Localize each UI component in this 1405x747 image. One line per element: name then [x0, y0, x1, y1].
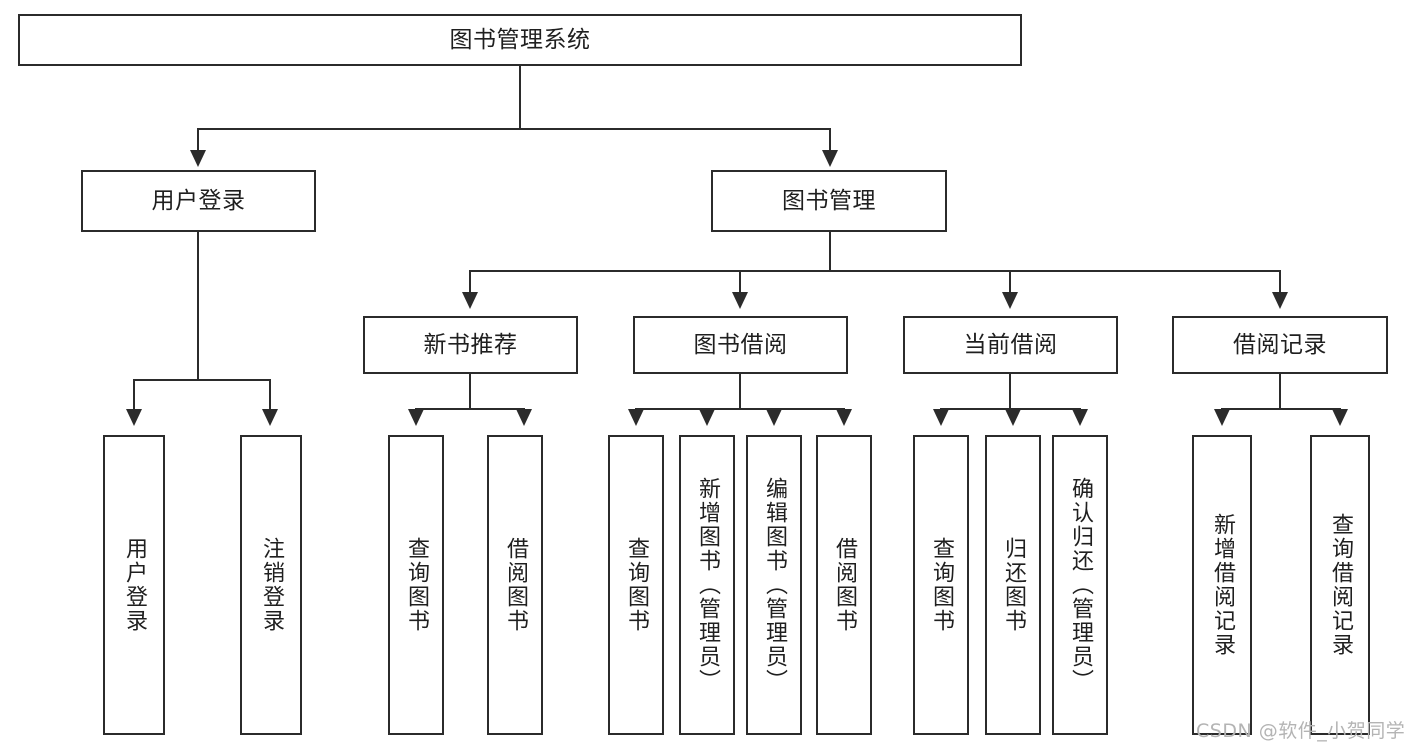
arrow-root-to-book-management	[822, 150, 838, 167]
connector-bm-to-borrow	[739, 270, 741, 295]
leaf-label: 查询图书	[928, 537, 954, 633]
arrow-br-to-add-record	[1214, 409, 1230, 426]
arrow-bm-to-current-borrow	[1002, 292, 1018, 309]
node-borrow-record[interactable]: 借阅记录	[1172, 316, 1388, 374]
connector-root-stem	[519, 66, 521, 129]
connector-user-login-bar	[133, 379, 269, 381]
leaf-label: 确认归还（管理员）	[1067, 477, 1093, 693]
leaf-query-borrow-record[interactable]: 查询借阅记录	[1310, 435, 1370, 735]
arrow-br-to-query-record	[1332, 409, 1348, 426]
leaf-label: 借阅图书	[831, 537, 857, 633]
connector-bm-to-current	[1009, 270, 1011, 295]
arrow-bm-to-borrow-record	[1272, 292, 1288, 309]
leaf-label: 新增图书（管理员）	[694, 477, 720, 693]
arrow-cb-to-query-book	[933, 409, 949, 426]
leaf-confirm-return-admin[interactable]: 确认归还（管理员）	[1052, 435, 1108, 735]
node-user-login[interactable]: 用户登录	[81, 170, 316, 232]
connector-bm-to-record	[1279, 270, 1281, 295]
arrow-user-login-to-login	[126, 409, 142, 426]
connector-user-login-stem	[197, 232, 199, 380]
connector-br-bar	[1221, 408, 1340, 410]
leaf-add-borrow-record[interactable]: 新增借阅记录	[1192, 435, 1252, 735]
leaf-label: 编辑图书（管理员）	[761, 477, 787, 693]
node-label: 新书推荐	[423, 331, 518, 358]
node-label: 图书管理	[782, 187, 876, 214]
node-new-book-recommend[interactable]: 新书推荐	[363, 316, 578, 374]
connector-bm-to-new-book	[469, 270, 471, 295]
arrow-bb-to-add-book	[699, 409, 715, 426]
leaf-label: 查询借阅记录	[1327, 513, 1353, 657]
connector-book-management-bar	[469, 270, 1281, 272]
leaf-logout[interactable]: 注销登录	[240, 435, 302, 735]
arrow-user-login-to-logout	[262, 409, 278, 426]
leaf-query-book-cb[interactable]: 查询图书	[913, 435, 969, 735]
node-book-management[interactable]: 图书管理	[711, 170, 947, 232]
arrow-cb-to-confirm-return	[1072, 409, 1088, 426]
leaf-edit-book-admin[interactable]: 编辑图书（管理员）	[746, 435, 802, 735]
arrow-nbr-to-query-book	[408, 409, 424, 426]
leaf-borrow-book-bb[interactable]: 借阅图书	[816, 435, 872, 735]
leaf-label: 归还图书	[1000, 537, 1026, 633]
connector-root-to-book-management	[829, 128, 831, 153]
leaf-borrow-book-nbr[interactable]: 借阅图书	[487, 435, 543, 735]
arrow-bb-to-edit-book	[766, 409, 782, 426]
arrow-bm-to-new-book-recommend	[462, 292, 478, 309]
connector-bb-stem	[739, 374, 741, 410]
node-book-borrow[interactable]: 图书借阅	[633, 316, 848, 374]
arrow-bm-to-book-borrow	[732, 292, 748, 309]
leaf-query-book-nbr[interactable]: 查询图书	[388, 435, 444, 735]
arrow-bb-to-borrow-book	[836, 409, 852, 426]
leaf-add-book-admin[interactable]: 新增图书（管理员）	[679, 435, 735, 735]
connector-root-bar	[197, 128, 831, 130]
leaf-label: 借阅图书	[502, 537, 528, 633]
node-label: 借阅记录	[1233, 331, 1327, 358]
node-label: 用户登录	[151, 187, 246, 214]
leaf-label: 查询图书	[623, 537, 649, 633]
leaf-label: 查询图书	[403, 537, 429, 633]
connector-user-login-left	[133, 379, 135, 412]
connector-nbr-bar	[415, 408, 525, 410]
connector-cb-stem	[1009, 374, 1011, 410]
connector-br-stem	[1279, 374, 1281, 410]
leaf-user-login[interactable]: 用户登录	[103, 435, 165, 735]
arrow-root-to-user-login	[190, 150, 206, 167]
node-book-management-system[interactable]: 图书管理系统	[18, 14, 1022, 66]
arrow-bb-to-query-book	[628, 409, 644, 426]
node-current-borrow[interactable]: 当前借阅	[903, 316, 1118, 374]
node-label: 图书管理系统	[449, 26, 591, 53]
leaf-label: 注销登录	[258, 537, 284, 633]
arrow-cb-to-return-book	[1005, 409, 1021, 426]
connector-book-management-stem	[829, 232, 831, 271]
leaf-return-book[interactable]: 归还图书	[985, 435, 1041, 735]
connector-user-login-right	[269, 379, 271, 412]
leaf-label: 新增借阅记录	[1209, 513, 1235, 657]
leaf-label: 用户登录	[121, 537, 147, 633]
node-label: 图书借阅	[693, 331, 788, 358]
node-label: 当前借阅	[963, 331, 1058, 358]
connector-nbr-stem	[469, 374, 471, 410]
arrow-nbr-to-borrow-book	[516, 409, 532, 426]
connector-root-to-user-login	[197, 128, 199, 153]
leaf-query-book-bb[interactable]: 查询图书	[608, 435, 664, 735]
connector-bb-bar	[635, 408, 844, 410]
